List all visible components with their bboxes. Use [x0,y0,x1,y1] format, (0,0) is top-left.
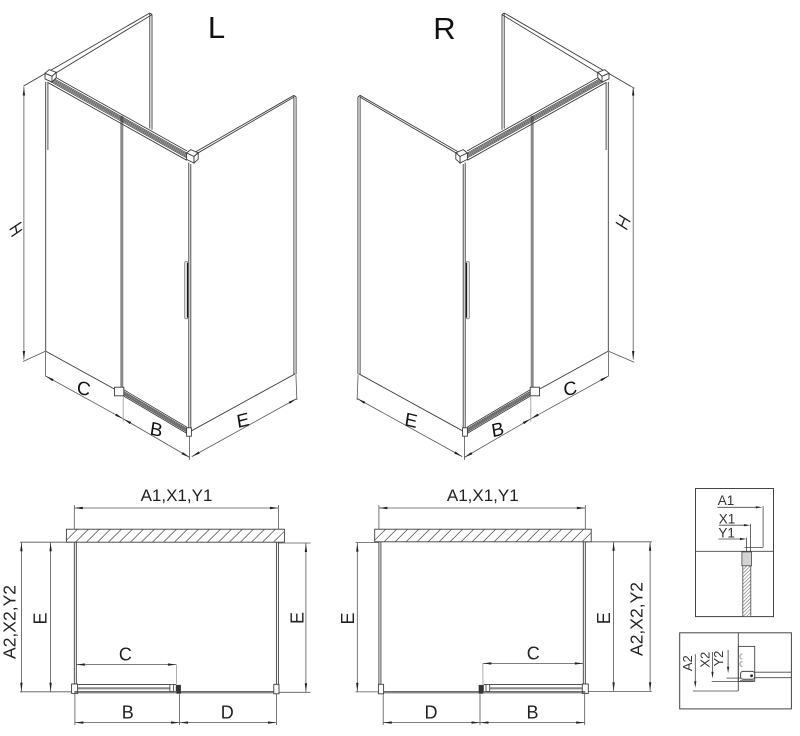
svg-text:E: E [30,612,50,624]
svg-text:X1: X1 [719,511,736,526]
svg-text:D: D [425,702,438,722]
svg-text:Y2: Y2 [711,651,726,667]
svg-text:B: B [490,419,505,443]
svg-text:B: B [526,702,538,722]
svg-text:E: E [235,409,250,433]
svg-text:A2,X2,Y2: A2,X2,Y2 [627,582,647,656]
svg-text:E: E [288,612,308,624]
svg-text:A2: A2 [680,655,695,671]
svg-text:C: C [75,377,91,401]
svg-text:C: C [119,644,132,664]
svg-text:B: B [148,419,163,443]
svg-text:A1,X1,Y1: A1,X1,Y1 [141,486,213,505]
svg-text:E: E [338,612,358,624]
svg-text:A2,X2,Y2: A2,X2,Y2 [0,585,20,659]
svg-text:C: C [527,644,540,664]
svg-text:E: E [594,612,614,624]
svg-text:X2: X2 [697,652,712,668]
svg-text:L: L [208,10,225,45]
svg-text:D: D [221,702,234,722]
svg-text:B: B [122,702,134,722]
svg-text:A1,X1,Y1: A1,X1,Y1 [447,486,519,505]
svg-text:A1: A1 [718,493,735,508]
svg-text:Y1: Y1 [718,525,735,540]
svg-text:R: R [433,11,455,46]
svg-text:E: E [403,409,418,433]
svg-text:C: C [562,377,578,401]
